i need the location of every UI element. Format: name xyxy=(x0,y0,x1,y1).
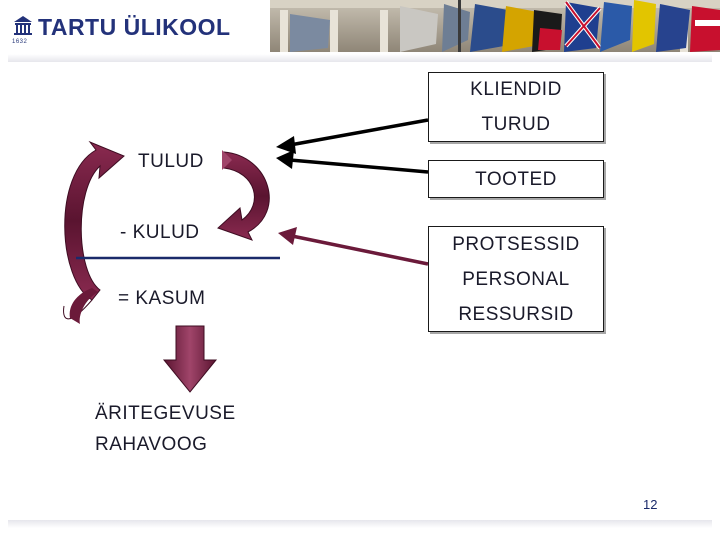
box-processes-line3: RESSURSID xyxy=(458,303,574,325)
logo-year: 1632 xyxy=(12,39,28,45)
connector-processes-to-costs xyxy=(278,227,429,266)
university-logo: 1632 TARTU ÜLIKOOL xyxy=(0,0,270,52)
cashflow-label-line2: RAHAVOOG xyxy=(95,434,208,455)
left-curved-arrow xyxy=(63,140,125,324)
connector-customers-to-revenue xyxy=(276,118,429,154)
box-customers-line2: TURUD xyxy=(481,114,551,135)
costs-label: - KULUD xyxy=(120,222,200,243)
footer-divider xyxy=(8,520,712,528)
cashflow-label-line1: ÄRITEGEVUSE xyxy=(95,403,236,424)
box-products: TOOTED xyxy=(428,160,604,198)
down-arrow-to-cashflow xyxy=(162,325,218,393)
profit-label: = KASUM xyxy=(118,288,206,309)
right-curved-arrow xyxy=(217,150,270,241)
box-processes-personnel-resources: PROTSESSID PERSONAL RESSURSID xyxy=(428,226,604,332)
box-products-line1: TOOTED xyxy=(475,168,557,190)
university-crest-icon xyxy=(14,16,32,35)
page-number: 12 xyxy=(643,497,658,512)
header: 1632 TARTU ÜLIKOOL xyxy=(0,0,720,52)
connector-products-to-revenue xyxy=(276,150,429,174)
revenue-label: TULUD xyxy=(138,151,204,172)
box-processes-line2: PERSONAL xyxy=(462,268,570,290)
box-processes-line1: PROTSESSID xyxy=(452,233,580,255)
header-photo-flags xyxy=(270,0,720,52)
logo-text: TARTU ÜLIKOOL xyxy=(38,14,231,40)
box-customers-line1: KLIENDID xyxy=(470,79,562,100)
box-customers-markets: KLIENDID TURUD xyxy=(428,72,604,142)
header-divider xyxy=(8,54,712,62)
